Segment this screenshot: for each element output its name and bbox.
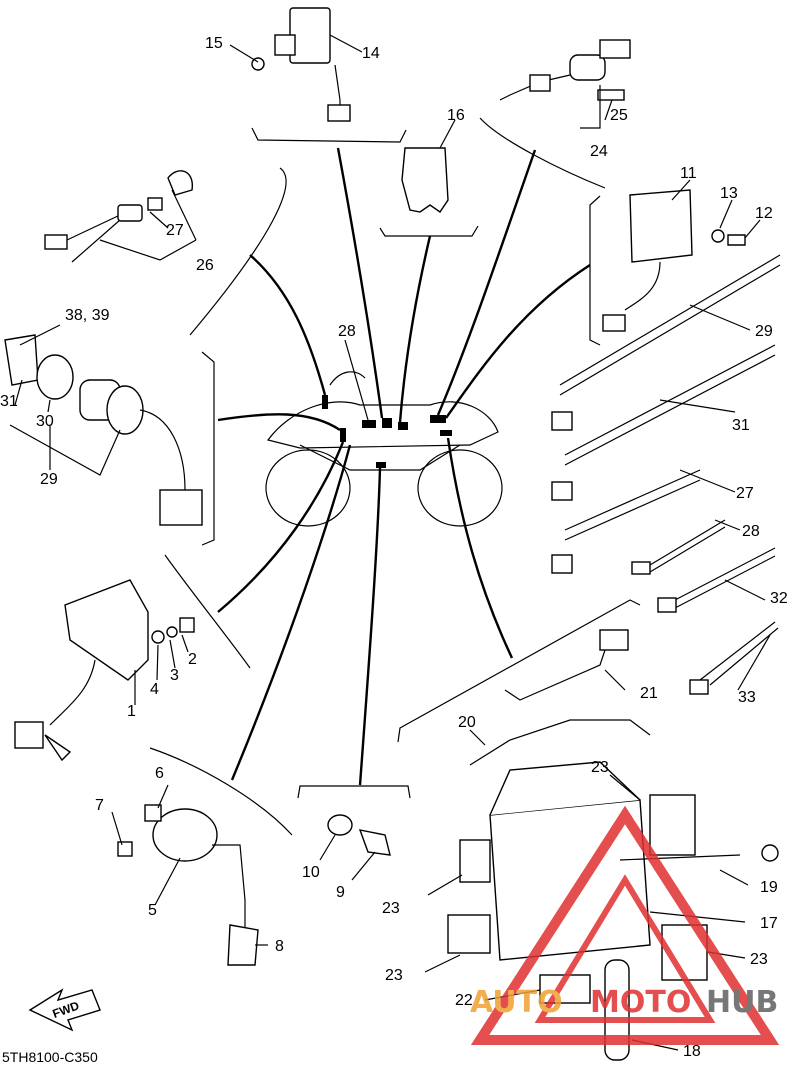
plug-lead-part: [44, 170, 193, 263]
neutral-switch-part: [327, 814, 391, 856]
callout-1: 1: [127, 703, 136, 720]
fwd-arrow-icon: FWD: [28, 988, 101, 1032]
callout-18: 18: [683, 1043, 701, 1060]
callout-14: 14: [362, 45, 380, 62]
callout-3: 3: [170, 667, 179, 684]
relay-part: [251, 7, 351, 122]
watermark-text-3: HUB: [706, 985, 778, 1020]
callout-37: 33: [738, 689, 756, 706]
bracket-lines: [149, 117, 641, 836]
callout-35: 31: [0, 393, 18, 410]
callout-23d: 23: [385, 967, 403, 984]
callout-12: 12: [755, 205, 773, 222]
sensor-part: [499, 39, 631, 101]
callout-33: 29: [40, 471, 58, 488]
watermark-logo: AUTO MOTO HUB: [470, 805, 780, 1045]
callout-16: 16: [447, 107, 465, 124]
callout-19: 19: [760, 879, 778, 896]
atv-silhouette: [265, 371, 503, 527]
rectifier-part: [14, 579, 195, 762]
callout-36: 32: [770, 590, 788, 607]
harness-wires: [217, 147, 591, 786]
callout-15: 15: [205, 35, 223, 52]
cover-cap-part: [401, 147, 449, 213]
diagram-code: 5TH8100-C350: [2, 1049, 98, 1065]
callout-22: 22: [455, 992, 473, 1009]
callout-11: 11: [680, 165, 697, 182]
callout-34: 30: [36, 413, 54, 430]
callout-24: 24: [590, 143, 608, 160]
cdi-unit-part: [602, 189, 746, 332]
callout-23b: 23: [382, 900, 400, 917]
callout-32: 28: [742, 523, 760, 540]
callout-4: 4: [150, 681, 159, 698]
callout-20: 20: [458, 714, 476, 731]
callout-labels: 15 14 16 25 24 11 13 12 27 26 38, 39 28 …: [0, 35, 788, 1060]
callout-21: 21: [640, 685, 658, 702]
callout-38-39: 38, 39: [65, 307, 110, 324]
watermark-text-1: AUTO: [470, 985, 563, 1020]
callout-30: 31: [732, 417, 750, 434]
callout-31: 27: [736, 485, 754, 502]
callout-25: 25: [610, 107, 628, 124]
callout-2: 2: [188, 651, 197, 668]
callout-13: 13: [720, 185, 738, 202]
callout-26: 26: [196, 257, 214, 274]
callout-28: 28: [338, 323, 356, 340]
watermark-text-2: MOTO: [590, 985, 691, 1020]
callout-17: 17: [760, 915, 778, 932]
callout-27: 27: [166, 222, 184, 239]
leader-lines: [9, 34, 771, 1051]
cable-ties: [551, 254, 781, 695]
callout-29: 29: [755, 323, 773, 340]
main-switch-part: [4, 334, 203, 526]
callout-9: 9: [336, 884, 345, 901]
callout-23c: 23: [750, 951, 768, 968]
callout-5: 5: [148, 902, 157, 919]
pickup-coil-part: [117, 804, 259, 966]
callout-10: 10: [302, 864, 320, 881]
callout-6: 6: [155, 765, 164, 782]
callout-8: 8: [275, 938, 284, 955]
callout-23a: 23: [591, 759, 609, 776]
callout-7: 7: [95, 797, 104, 814]
